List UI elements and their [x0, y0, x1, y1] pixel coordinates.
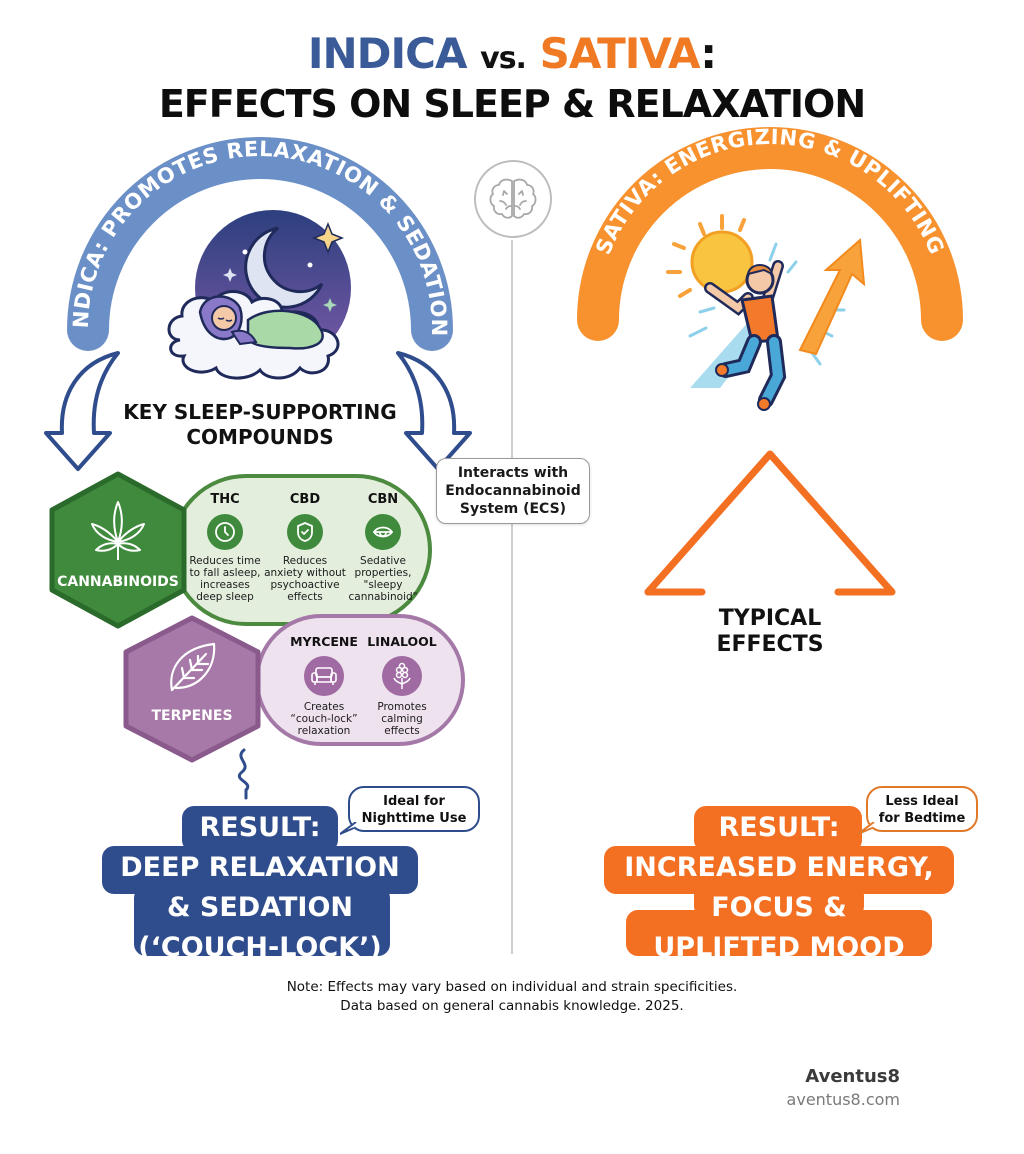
title-vs: vs. — [480, 41, 527, 76]
ecs-note-box: Interacts with Endocannabinoid System (E… — [436, 458, 590, 524]
indica-result: RESULT: DEEP RELAXATION & SEDATION (‘COU… — [100, 808, 420, 968]
shield-check-icon — [287, 514, 323, 550]
ecs-line2: Endocannabinoid — [445, 483, 581, 499]
couch-icon — [304, 656, 344, 696]
leaf-icon — [170, 642, 216, 692]
desc-line: to fall asleep, — [189, 567, 261, 579]
compound-desc: Creates “couch-lock” relaxation — [279, 701, 369, 737]
indica-result-bg-bottom — [134, 886, 390, 956]
title-sativa: SATIVA — [539, 29, 702, 78]
desc-line: Sedative — [360, 555, 406, 567]
curved-arrow-right-icon — [396, 351, 472, 471]
desc-line: “couch-lock” — [290, 713, 358, 725]
cannabis-leaf-icon — [91, 501, 145, 560]
compound-desc: Reduces time to fall asleep, increases d… — [180, 555, 270, 603]
terpenes-hexagon: TERPENES — [118, 614, 266, 764]
sativa-speech-bubble: Less Ideal for Bedtime — [866, 786, 978, 832]
title-colon: : — [700, 29, 717, 78]
sativa-result-line3: FOCUS & — [711, 892, 847, 923]
desc-line: effects — [287, 591, 323, 603]
desc-line: Creates — [303, 701, 345, 713]
sativa-result-line4: UPLIFTED MOOD — [653, 932, 905, 963]
compound-desc: Promotes calming effects — [357, 701, 447, 737]
brand-name: Aventus8 — [805, 1066, 900, 1087]
ecs-line3: System (ECS) — [459, 501, 567, 517]
compound-cbn: CBN Sedative properties, "sleepy cannabi… — [338, 492, 428, 603]
cannabinoids-label: CANNABINOIDS — [57, 574, 179, 590]
typical-effects-label: TYPICAL EFFECTS — [680, 606, 860, 658]
typical-line1: TYPICAL — [718, 606, 822, 631]
desc-line: anxiety without — [264, 567, 346, 579]
desc-line: Reduces — [282, 555, 328, 567]
brand-url[interactable]: aventus8.com — [786, 1090, 900, 1109]
desc-line: properties, — [354, 567, 412, 579]
indica-result-bg-top — [182, 806, 338, 852]
key-compounds-heading: KEY SLEEP-SUPPORTING COMPOUNDS — [100, 400, 420, 450]
footnote-line2: Data based on general cannabis knowledge… — [340, 998, 684, 1014]
jumping-person-illustration — [666, 214, 866, 411]
sativa-result-line1: RESULT: — [718, 812, 840, 843]
desc-line: Promotes — [377, 701, 427, 713]
cannabinoids-panel: THC Reduces time to fall asleep, increas… — [170, 474, 432, 626]
center-divider — [511, 240, 513, 954]
clock-icon — [207, 514, 243, 550]
compound-thc: THC Reduces time to fall asleep, increas… — [180, 492, 270, 603]
bubble-line2: for Bedtime — [878, 811, 966, 826]
compound-name: MYRCENE — [290, 634, 358, 649]
compound-name: LINALOOL — [367, 634, 437, 649]
indica-result-line2: DEEP RELAXATION — [120, 852, 400, 883]
desc-line: cannabinoid" — [348, 591, 418, 603]
desc-line: effects — [384, 725, 420, 737]
sativa-result-line2: INCREASED ENERGY, — [624, 852, 934, 883]
desc-line: increases — [200, 579, 250, 591]
footnote-line1: Note: Effects may vary based on individu… — [286, 979, 738, 995]
footnote: Note: Effects may vary based on individu… — [0, 978, 1024, 1016]
desc-line: Reduces time — [189, 555, 261, 567]
desc-line: deep sleep — [196, 591, 254, 603]
title-indica: INDICA — [307, 29, 468, 78]
compound-cbd: CBD Reduces anxiety without psychoactive… — [260, 492, 350, 603]
compound-desc: Sedative properties, "sleepy cannabinoid… — [338, 555, 428, 603]
typical-effects-up-arrow — [644, 450, 896, 708]
typical-line2: EFFECTS — [716, 632, 824, 657]
compound-name: THC — [210, 492, 240, 507]
bubble-line1: Ideal for — [383, 794, 445, 809]
bubble-line2: Nighttime Use — [361, 811, 467, 826]
ecs-line1: Interacts with — [457, 465, 569, 481]
sativa-result-bg-top — [694, 806, 862, 852]
key-heading-line1: KEY SLEEP-SUPPORTING — [123, 400, 397, 424]
cannabinoids-hexagon: CANNABINOIDS — [44, 470, 192, 630]
page-title-line2: EFFECTS ON SLEEP & RELAXATION — [158, 82, 866, 126]
page-title-line1: INDICA vs. SATIVA: — [0, 30, 1024, 83]
closed-eye-icon — [365, 514, 401, 550]
curved-arrow-left-icon — [44, 351, 120, 471]
compound-name: CBD — [289, 492, 321, 507]
sativa-result: RESULT: INCREASED ENERGY, FOCUS & UPLIFT… — [600, 808, 958, 968]
indica-result-line4: (‘COUCH-LOCK’) — [138, 932, 382, 963]
compound-desc: Reduces anxiety without psychoactive eff… — [260, 555, 350, 603]
bubble-tail — [858, 822, 875, 835]
desc-line: psychoactive — [270, 579, 340, 591]
desc-line: relaxation — [297, 725, 351, 737]
desc-line: calming — [381, 713, 423, 725]
desc-line: "sleepy — [363, 579, 403, 591]
compound-name: CBN — [367, 492, 399, 507]
compound-linalool: LINALOOL Promotes calming effects — [357, 634, 447, 737]
terpenes-label: TERPENES — [151, 708, 233, 724]
sativa-arch: SATIVA: ENERGIZING & UPLIFTING — [577, 125, 963, 341]
indica-speech-bubble: Ideal for Nighttime Use — [348, 786, 480, 832]
brain-icon — [474, 160, 552, 238]
key-heading-line2: COMPOUNDS — [186, 425, 334, 449]
squiggle-connector — [238, 748, 250, 800]
bubble-line1: Less Ideal — [885, 794, 959, 809]
bubble-tail — [340, 822, 357, 835]
sleeping-person-illustration — [167, 210, 351, 380]
indica-result-line1: RESULT: — [199, 812, 321, 843]
compound-myrcene: MYRCENE Creates “couch-lock” relaxation — [279, 634, 369, 737]
sativa-result-bg-bottom — [626, 910, 932, 956]
indica-result-line3: & SEDATION — [166, 892, 354, 923]
terpenes-panel: MYRCENE Creates “couch-lock” relaxation … — [255, 614, 465, 746]
lavender-flower-icon — [382, 656, 422, 696]
